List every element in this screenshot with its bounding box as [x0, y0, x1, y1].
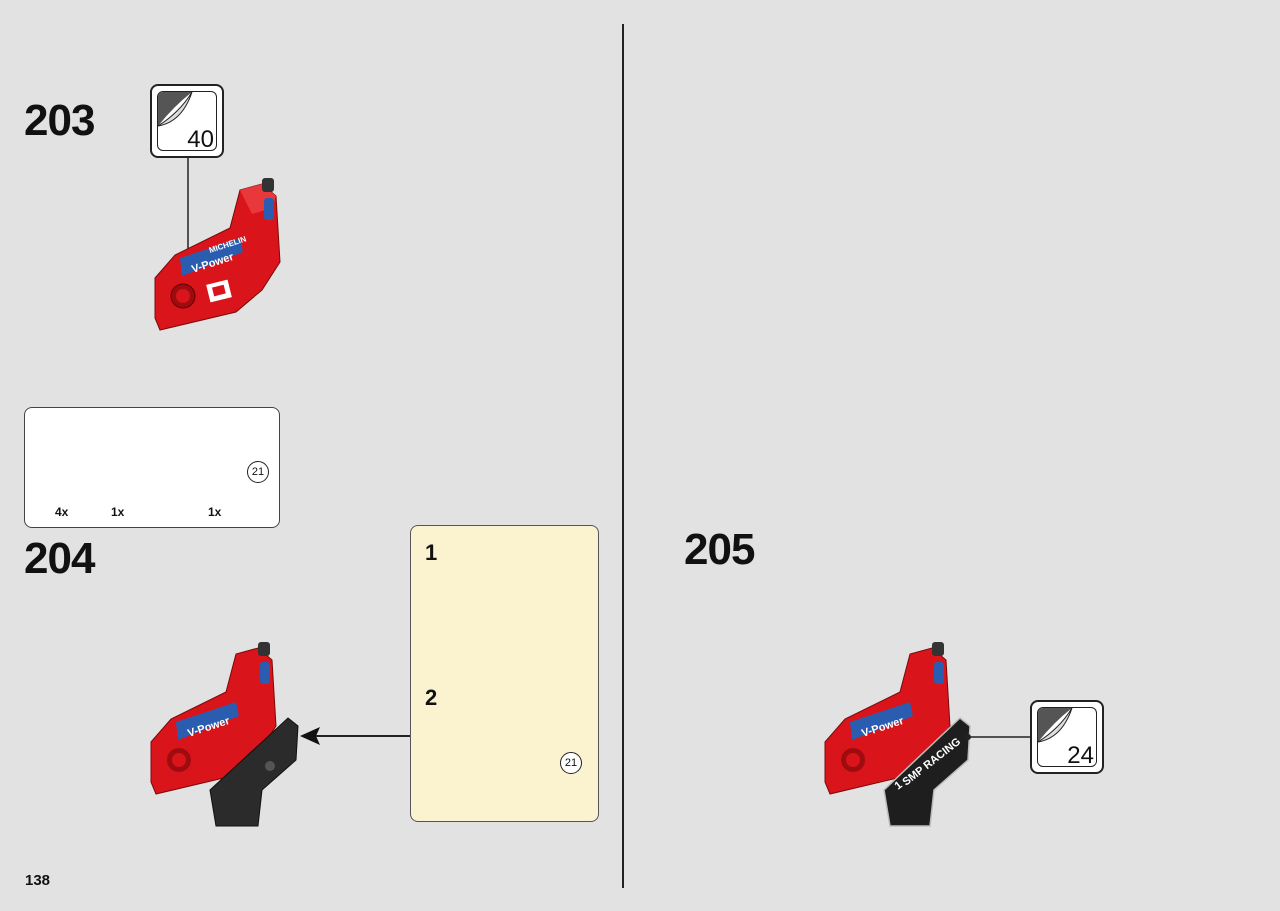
model-204: V-Power [150, 642, 299, 827]
subassembly-callout [410, 525, 599, 822]
parts-list-box [24, 407, 280, 528]
substep-label-2: 2 [425, 685, 438, 710]
page-curl-icon [1038, 708, 1073, 743]
sticker-ref-substep: 21 [560, 752, 582, 774]
count-badge-40: 40 [150, 84, 224, 158]
badge-count-text: 24 [1067, 742, 1094, 769]
page-curl-icon [158, 92, 193, 127]
model-205: V-Power 1 SMP RACING [824, 642, 971, 827]
arrow-left-icon [300, 727, 320, 745]
count-badge-24: 24 [1030, 700, 1104, 774]
model-203: MICHELIN V-Power [154, 178, 281, 331]
part-qty-2: 1x [111, 505, 125, 519]
step-number-204: 204 [24, 534, 95, 583]
sticker-ref-parts: 21 [247, 461, 269, 483]
step-number-205: 205 [684, 525, 755, 574]
page-number: 138 [25, 872, 51, 889]
badge-count-text: 40 [187, 126, 214, 153]
part-qty-1: 4x [55, 505, 69, 519]
substep-label-1: 1 [425, 540, 438, 565]
page-divider [622, 24, 624, 888]
part-qty-3: 1x [208, 505, 222, 519]
step-number-203: 203 [24, 96, 95, 145]
